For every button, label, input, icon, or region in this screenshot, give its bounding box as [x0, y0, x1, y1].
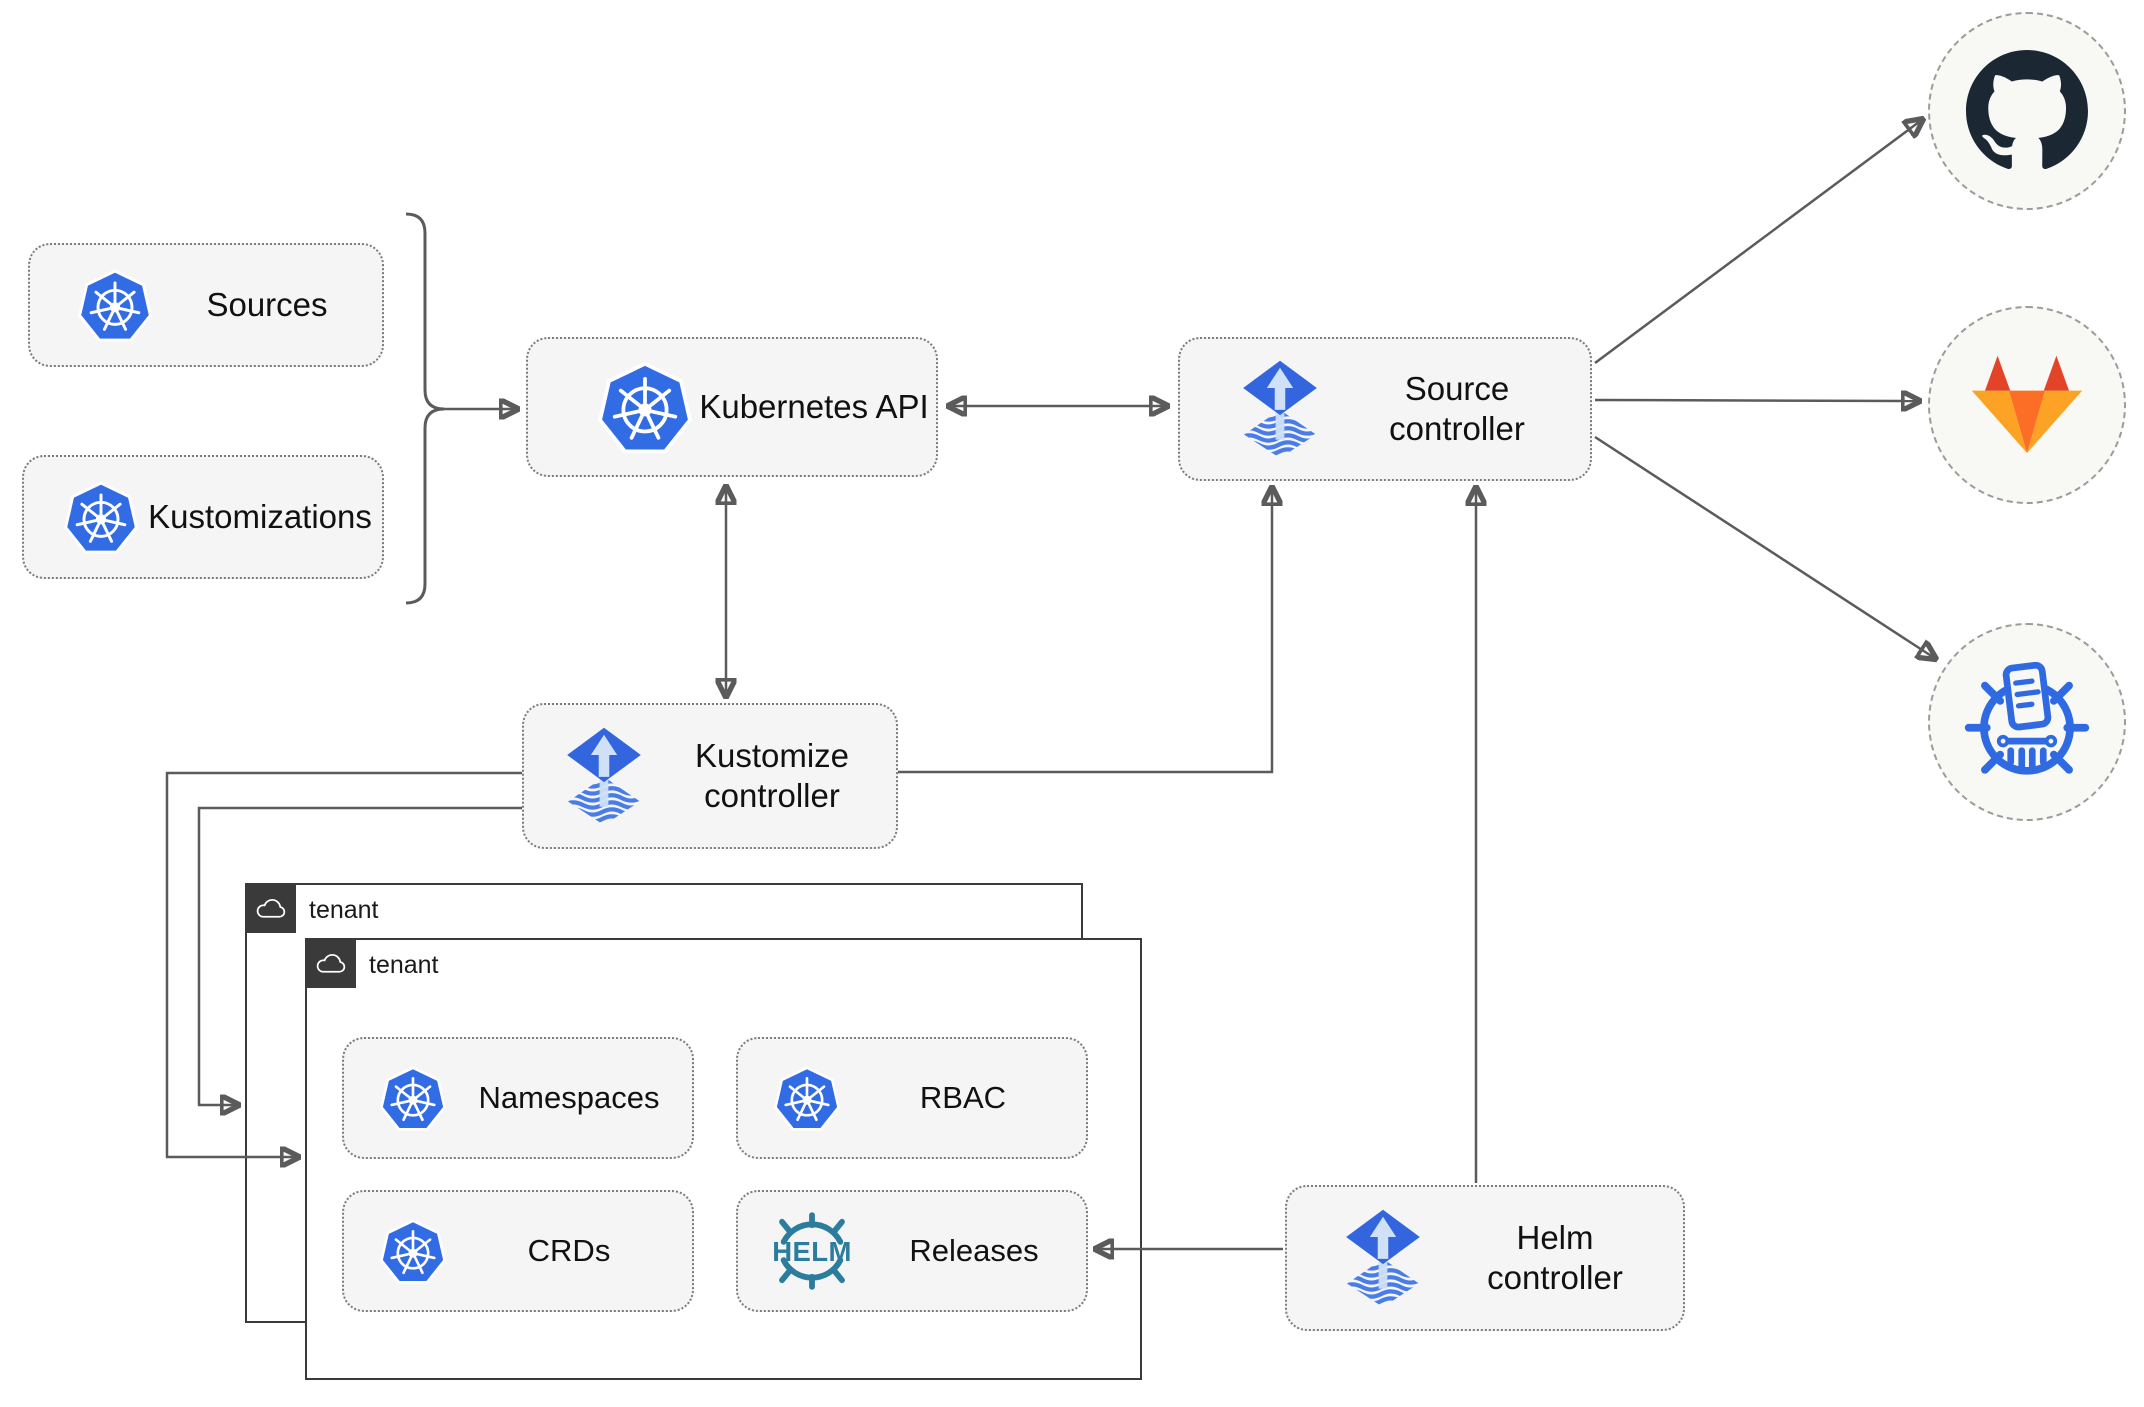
cloud-icon — [315, 952, 346, 974]
kubernetes-icon — [78, 268, 152, 343]
tenant-group-inner: tenant — [305, 938, 1142, 1380]
chartmuseum-icon — [1960, 655, 2094, 789]
node-label: Helm controller — [1487, 1218, 1623, 1296]
tenant-label: tenant — [309, 896, 379, 924]
endpoint-helm-repository — [1928, 623, 2126, 821]
endpoint-gitlab — [1928, 306, 2126, 504]
node-kustomizations: Kustomizations — [22, 455, 384, 579]
node-kustomize-controller: Kustomize controller — [522, 703, 898, 849]
arrow-source-to-gitlab — [1594, 400, 1920, 401]
node-source-controller: Source controller — [1178, 337, 1592, 481]
node-helm-controller: Helm controller — [1285, 1185, 1685, 1331]
arrow-kustomize-to-source-controller — [898, 487, 1272, 774]
node-label: Source controller — [1389, 369, 1525, 447]
node-label: Kubernetes API — [699, 387, 929, 425]
tenant-label: tenant — [369, 951, 439, 979]
helm-icon: HELM — [762, 1211, 862, 1291]
node-releases: HELM Releases — [736, 1190, 1088, 1312]
cloud-icon — [255, 897, 286, 919]
node-label: CRDs — [527, 1233, 611, 1269]
flux-icon — [560, 726, 648, 826]
node-label: RBAC — [919, 1080, 1007, 1116]
kubernetes-icon — [64, 480, 138, 555]
kubernetes-icon — [774, 1065, 840, 1132]
node-label: Kustomize controller — [694, 736, 850, 814]
kubernetes-icon — [380, 1065, 446, 1132]
brace-sources-group — [405, 212, 445, 605]
node-sources: Sources — [28, 243, 384, 367]
tenant-tab — [305, 938, 356, 988]
node-crds: CRDs — [342, 1190, 694, 1312]
node-label: Releases — [909, 1233, 1039, 1269]
arrow-source-to-helm-repository — [1594, 435, 1936, 659]
kubernetes-icon — [380, 1218, 446, 1285]
gitlab-icon — [1967, 352, 2087, 458]
flux-icon — [1339, 1208, 1427, 1308]
node-namespaces: Namespaces — [342, 1037, 694, 1159]
flux-icon — [1236, 359, 1324, 459]
node-label: Namespaces — [478, 1080, 660, 1116]
kubernetes-icon — [598, 360, 692, 455]
endpoint-github — [1928, 12, 2126, 210]
helm-icon-text: HELM — [772, 1236, 852, 1267]
node-label: Kustomizations — [148, 497, 372, 535]
github-icon — [1966, 50, 2088, 172]
tenant-tab — [245, 883, 296, 933]
node-rbac: RBAC — [736, 1037, 1088, 1159]
node-label: Sources — [206, 285, 328, 323]
arrow-source-to-github — [1594, 119, 1923, 365]
node-kubernetes-api: Kubernetes API — [526, 337, 938, 477]
